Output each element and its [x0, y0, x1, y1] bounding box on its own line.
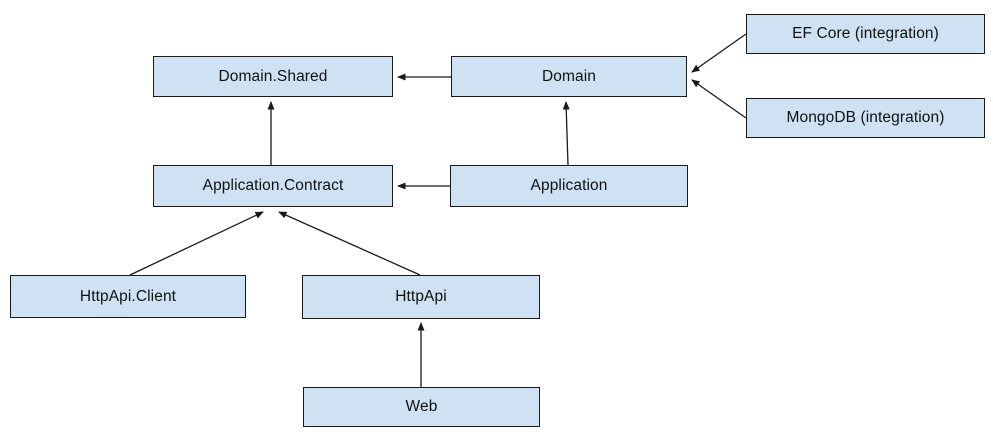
node-httpapi: HttpApi [302, 275, 540, 319]
node-label: EF Core (integration) [792, 25, 939, 43]
node-application-contract: Application.Contract [153, 165, 393, 207]
node-web: Web [303, 387, 540, 427]
arrow-ef-core-to-domain [691, 33, 747, 73]
node-label: Domain [541, 67, 596, 85]
node-label: Domain.Shared [218, 67, 328, 85]
node-domain: Domain [451, 56, 687, 97]
node-domain-shared: Domain.Shared [153, 56, 393, 97]
arrow-mongodb-to-domain [691, 79, 747, 119]
node-mongodb: MongoDB (integration) [746, 98, 985, 138]
node-label: Application.Contract [202, 177, 344, 195]
node-ef-core: EF Core (integration) [746, 14, 985, 54]
node-httpapi-client: HttpApi.Client [10, 275, 246, 318]
node-label: Application [530, 177, 608, 195]
node-label: HttpApi [395, 288, 447, 306]
arrow-httpapi-to-application-contract [278, 211, 421, 276]
node-application: Application [450, 165, 688, 207]
node-label: MongoDB (integration) [786, 109, 945, 127]
arrow-httpapi-client-to-application-contract [129, 211, 264, 276]
node-label: HttpApi.Client [79, 287, 177, 305]
node-label: Web [405, 398, 438, 416]
arrow-application-to-domain [562, 101, 570, 166]
